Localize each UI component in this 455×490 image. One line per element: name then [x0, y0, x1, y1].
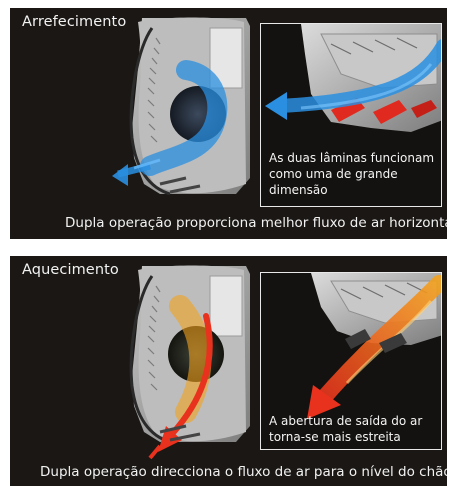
heating-inset-note: A abertura de saída do ar torna-se mais … — [269, 413, 439, 445]
cooling-detail-inset: As duas lâminas funcionam como uma de gr… — [260, 23, 442, 207]
cooling-inset-note: As duas lâminas funcionam como uma de gr… — [269, 150, 439, 198]
heating-caption: Dupla operação direcciona o fluxo de ar … — [40, 464, 447, 480]
unit-cross-section-cooling — [10, 8, 260, 213]
cooling-title: Arrefecimento — [22, 14, 126, 30]
heating-panel: Aquecimento — [10, 256, 447, 486]
heating-title: Aquecimento — [22, 262, 119, 278]
cooling-caption: Dupla operação proporciona melhor fluxo … — [65, 215, 447, 231]
cooling-panel: Arrefecimento As duas lâmi — [10, 8, 447, 239]
unit-cross-section-heating — [10, 256, 260, 461]
heating-detail-inset: A abertura de saída do ar torna-se mais … — [260, 272, 442, 450]
